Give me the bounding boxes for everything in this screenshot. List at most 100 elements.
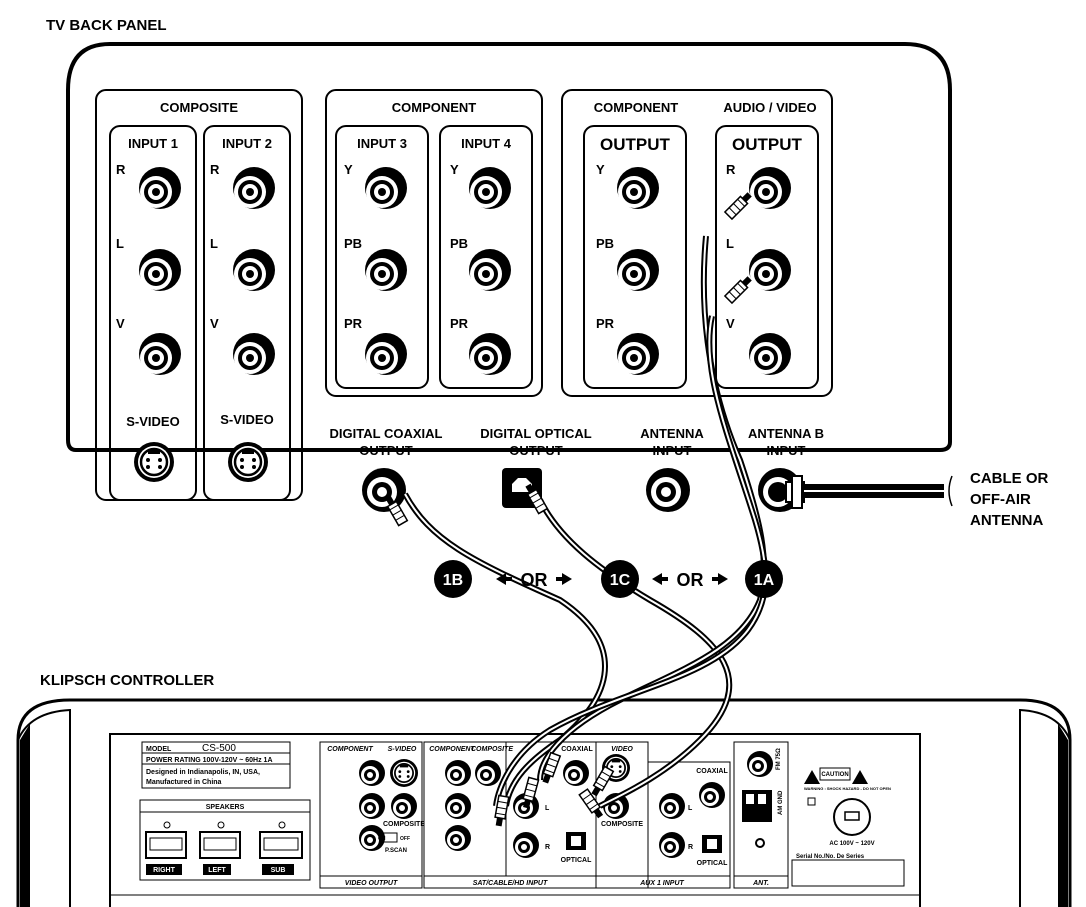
rca-jack[interactable] [139, 249, 181, 291]
badge-text: 1A [754, 572, 775, 589]
rca-jack[interactable] [469, 167, 511, 209]
fm-label: FM 75Ω [776, 748, 782, 770]
ant-label: ANT. [752, 880, 769, 887]
av-output-box [715, 125, 819, 389]
design-line-1: Designed in Indianapolis, IN, USA, [146, 769, 260, 776]
rca-jack[interactable] [475, 760, 501, 786]
power-rating: POWER RATING 100V-120V ~ 60Hz 1A [146, 757, 273, 764]
rca-jack[interactable] [365, 249, 407, 291]
svideo-header: S-VIDEO [388, 746, 417, 753]
video-output-label: VIDEO OUTPUT [345, 880, 398, 887]
or-connector: OR [652, 570, 728, 590]
rca-jack[interactable] [139, 167, 181, 209]
digital-coaxial-jack[interactable] [362, 468, 406, 512]
pscan-label: P.SCAN [385, 848, 407, 854]
rca-jack[interactable] [445, 793, 471, 819]
rca-jack[interactable] [749, 167, 791, 209]
fm-antenna-jack[interactable] [747, 751, 773, 777]
composite-label: COMPOSITE [601, 821, 643, 828]
rca-jack[interactable] [391, 793, 417, 819]
rca-jack[interactable] [139, 333, 181, 375]
component-header: COMPONENT [429, 746, 475, 753]
coaxial-jack[interactable] [563, 760, 589, 786]
input3-label: INPUT 3 [357, 136, 407, 151]
speakers-label: SPEAKERS [206, 804, 245, 811]
output-label: OUTPUT [732, 135, 803, 154]
rca-jack[interactable] [365, 333, 407, 375]
coax-label-2: OUTPUT [359, 443, 413, 458]
label-l: L [726, 236, 734, 251]
rca-jack[interactable] [359, 793, 385, 819]
composite-header: COMPOSITE [471, 746, 513, 753]
ant-section: FM 75Ω AM GND ANT. [733, 741, 789, 889]
input2-box [203, 125, 291, 501]
svideo-jack[interactable] [132, 440, 176, 484]
label-r: R [545, 844, 550, 851]
on-label: ON [378, 836, 386, 842]
cable-1b [402, 492, 608, 807]
rca-jack[interactable] [469, 333, 511, 375]
tv-back-panel [66, 42, 952, 452]
rca-jack[interactable] [359, 760, 385, 786]
label-l: L [545, 805, 550, 812]
model-label: MODEL [146, 746, 172, 753]
input1-label: INPUT 1 [128, 136, 178, 151]
coaxial-jack[interactable] [699, 782, 725, 808]
rca-jack[interactable] [659, 832, 685, 858]
svideo-jack[interactable] [389, 758, 419, 788]
antenna-input-jack[interactable] [646, 468, 690, 512]
rca-jack[interactable] [445, 760, 471, 786]
aux-input-label: AUX 1 INPUT [639, 880, 684, 887]
output-label: OUTPUT [600, 135, 671, 154]
label-pr: PR [596, 316, 615, 331]
rca-jack[interactable] [659, 793, 685, 819]
input2-label: INPUT 2 [222, 136, 272, 151]
rca-jack[interactable] [445, 825, 471, 851]
badge-text: 1C [610, 572, 631, 589]
video-output-section: COMPONENT S-VIDEO COMPOSITE ON OFF P.SCA… [319, 741, 425, 889]
composite-label: COMPOSITE [160, 100, 238, 115]
component-header: COMPONENT [327, 746, 373, 753]
composite-group [95, 89, 303, 501]
label-pb: PB [344, 236, 362, 251]
label-r: R [726, 162, 736, 177]
input4-label: INPUT 4 [461, 136, 512, 151]
caution-section: CAUTION WARNING : SHOCK HAZARD - DO NOT … [791, 767, 905, 887]
component-label: COMPONENT [392, 100, 477, 115]
or-connector: OR [496, 570, 572, 590]
rca-jack[interactable] [617, 333, 659, 375]
off-label: OFF [400, 836, 410, 842]
coax-label-1: DIGITAL COAXIAL [330, 426, 443, 441]
coaxial-label: COAXIAL [561, 746, 593, 753]
badge-text: 1B [443, 572, 463, 589]
warning-text: WARNING : SHOCK HAZARD - DO NOT OPEN [804, 786, 891, 791]
rca-jack[interactable] [233, 333, 275, 375]
ac-label: AC 100V ~ 120V [829, 841, 874, 847]
rca-jack[interactable] [749, 333, 791, 375]
antenna-label-1: ANTENNA [640, 426, 704, 441]
rca-jack[interactable] [617, 249, 659, 291]
or-label: OR [677, 570, 704, 590]
rca-jack[interactable] [617, 167, 659, 209]
label-r: R [210, 162, 220, 177]
antenna-cable [785, 475, 953, 509]
rca-jack[interactable] [233, 249, 275, 291]
left-label: LEFT [208, 867, 226, 874]
optical-label: OPTICAL [697, 860, 728, 867]
rca-jack[interactable] [233, 167, 275, 209]
component-output-box [583, 125, 687, 389]
antennab-label-2: INPUT [767, 443, 806, 458]
rca-jack[interactable] [749, 249, 791, 291]
svideo-jack[interactable] [226, 440, 270, 484]
composite-label: COMPOSITE [383, 821, 425, 828]
antennab-label-1: ANTENNA B [748, 426, 824, 441]
label-l: L [210, 236, 218, 251]
rca-jack[interactable] [469, 249, 511, 291]
antenna-label-2: INPUT [653, 443, 692, 458]
speakers-section: SPEAKERS RIGHT LEFT SUB [139, 799, 311, 881]
coaxial-label: COAXIAL [696, 768, 728, 775]
rca-jack[interactable] [365, 167, 407, 209]
rca-jack[interactable] [513, 832, 539, 858]
right-label: RIGHT [153, 867, 176, 874]
